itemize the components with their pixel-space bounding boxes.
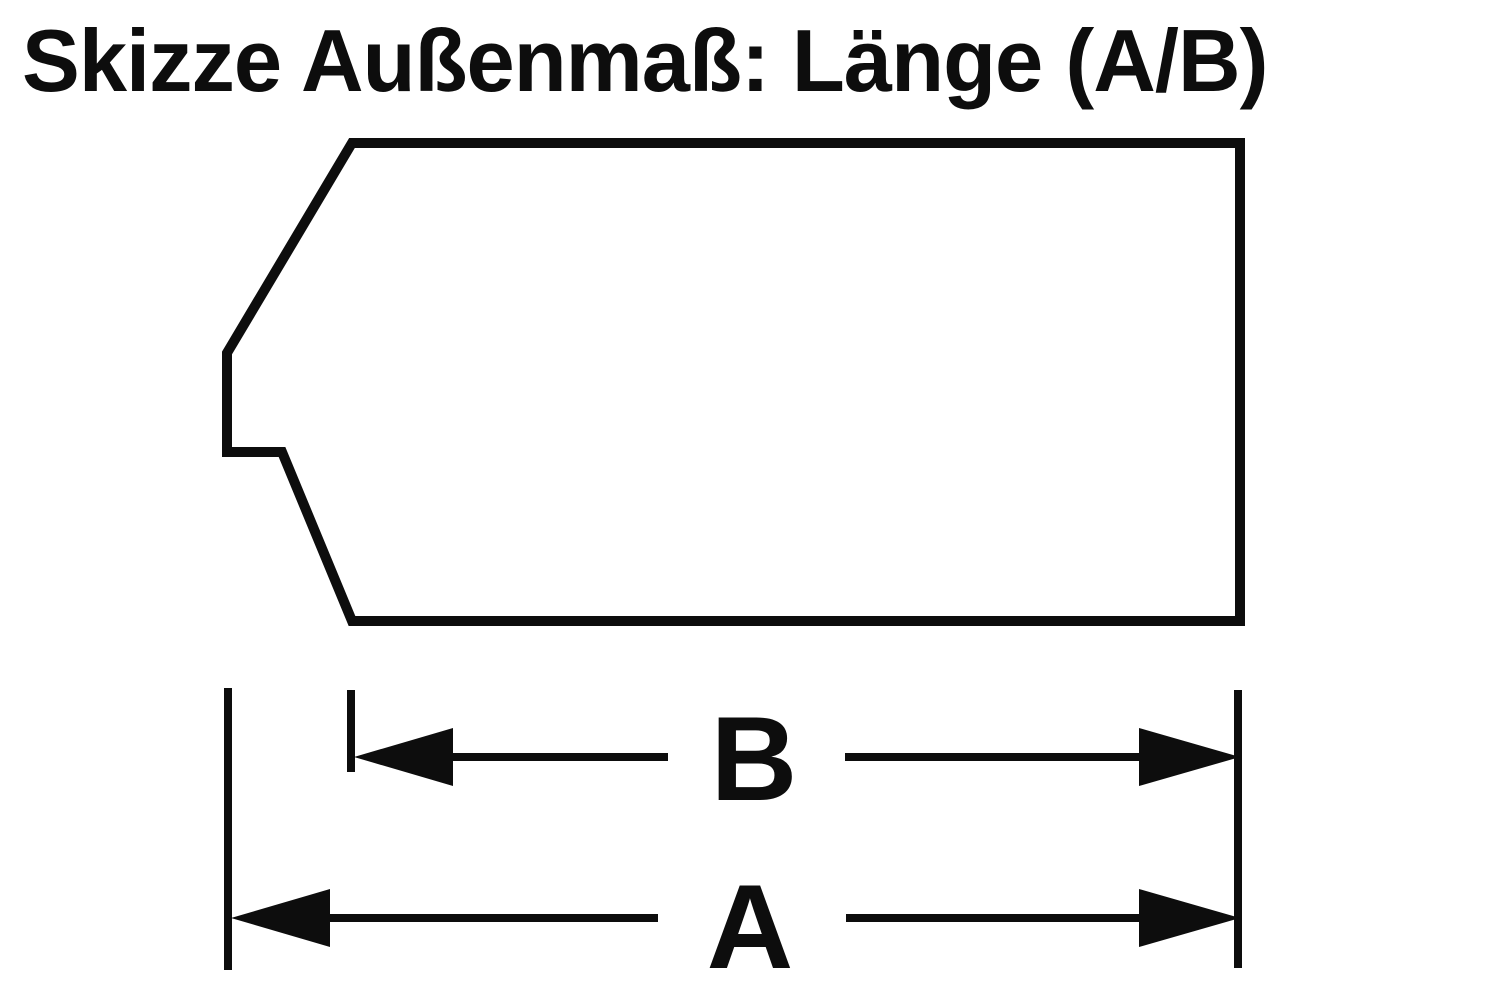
dimension-b-arrowhead-left — [354, 728, 453, 786]
dimension-a-group: A — [231, 860, 1240, 994]
profile-outline — [222, 138, 1245, 626]
dimension-b-group: B — [354, 692, 1240, 826]
dimension-a-label: A — [707, 860, 794, 994]
page-title: Skizze Außenmaß: Länge (A/B) — [22, 11, 1268, 110]
extension-lines — [224, 688, 1242, 970]
dimension-b-label: B — [711, 692, 798, 826]
dimension-a-arrowhead-right — [1139, 889, 1240, 947]
dimension-b-arrowhead-right — [1139, 728, 1240, 786]
dimension-a-arrowhead-left — [231, 889, 330, 947]
